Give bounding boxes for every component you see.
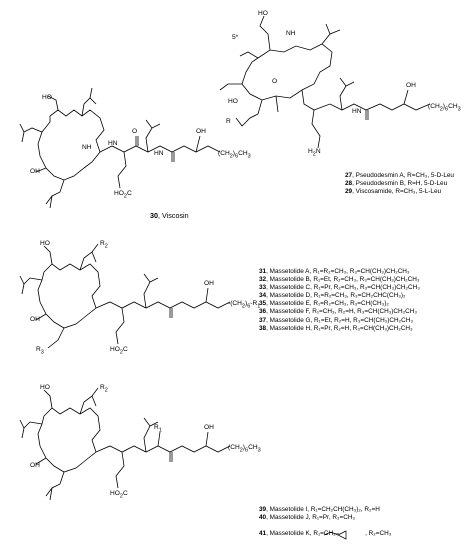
- legend-item: 38, Massetolide H, R₁=Pr, R₂=H, R₃=CH(CH…: [259, 324, 413, 332]
- legend-39-40: 39, Massetolide I, R₁=CH₂CH(CH₃)₂, R₂=H …: [259, 506, 380, 522]
- atom-label: R2: [100, 240, 108, 250]
- atom-label: HO2C: [110, 346, 128, 356]
- atom-label: R3: [36, 346, 44, 356]
- legend-item: 31, Massetolide A, R₁=R₂=CH₃, R₃=CH(CH₃)…: [259, 268, 410, 275]
- legend-item: 36, Massetolide F, R₁=CH₃, R₂=H, R₃=CH(C…: [259, 308, 417, 316]
- atom-label: HN: [108, 140, 118, 147]
- atom-label: O: [132, 128, 138, 135]
- legend-item: 28, Pseudodesmin B, R=H, 5-D-Leu: [345, 180, 448, 188]
- atom-label: NH: [286, 30, 296, 37]
- atom-label: OH: [204, 424, 214, 431]
- atom-label: R2: [100, 384, 108, 394]
- atom-label: HO: [258, 10, 268, 17]
- atom-label: R: [226, 118, 231, 125]
- legend-item: 37, Massetolide G, R₁=Et, R₂=H, R₃=CH(CH…: [259, 316, 413, 324]
- atom-label: OH: [30, 168, 40, 175]
- atom-label: OH: [406, 82, 416, 89]
- atom-label: -(CH2)6-R1: [228, 300, 261, 310]
- atom-label: HO2C: [114, 190, 132, 200]
- atom-label: HO: [40, 240, 50, 247]
- atom-label: HO: [42, 94, 52, 101]
- atom-label: HO: [228, 98, 238, 105]
- legend-item: 33, Massetolide C, R₁=Pr, R₂=CH₃, R₃=CH(…: [259, 284, 420, 292]
- compound-caption-30: 30, Viscosin: [150, 211, 189, 220]
- legend-item: 35, Massetolide E, R₁=R₂=CH₃, R₃=CH(CH₃)…: [259, 300, 389, 308]
- atom-label: R1: [154, 424, 162, 434]
- atom-label: OH: [204, 280, 214, 287]
- legend-item: 32, Massetolide B, R₁=Et, R₂=CH₃, R₃=CH(…: [259, 276, 420, 284]
- legend-item: 27, Pseudodesmin A, R=CH₃, 5-D-Leu: [345, 172, 454, 179]
- atom-label: HO: [40, 384, 50, 391]
- atom-label: H2N: [308, 148, 321, 158]
- legend-item: 39, Massetolide I, R₁=CH₂CH(CH₃)₂, R₂=H: [259, 506, 380, 513]
- legend-item: 40, Massetolide J, R₁=Pr, R₂=CH₃: [259, 514, 356, 522]
- atom-label: OH: [30, 316, 40, 323]
- atom-label: (CH2)6CH3: [228, 444, 261, 454]
- atom-label: OH: [196, 128, 206, 135]
- atom-label: (CH2)6CH3: [218, 150, 251, 160]
- atom-label: HN: [154, 150, 164, 157]
- atom-label: HN: [352, 108, 362, 115]
- atom-label: OH: [30, 462, 40, 469]
- legend-31-38: 31, Massetolide A, R₁=R₂=CH₃, R₃=CH(CH₃)…: [259, 268, 420, 333]
- legend-27-29: 27, Pseudodesmin A, R=CH₃, 5-D-Leu 28, P…: [345, 172, 454, 196]
- atom-label: O: [272, 78, 278, 85]
- legend-item: 34, Massetolide D, R₁=R₂=CH₃, R₃=CH₂CHC(…: [259, 292, 406, 300]
- legend-item: 29, Viscosamide, R=CH₃, 5-L-Leu: [345, 188, 442, 196]
- atom-label: NH: [82, 144, 92, 151]
- legend-41: 41, Massetolide K, R₁=CH₂–, R₂=CH₃: [259, 530, 392, 537]
- atom-label: 5*: [232, 34, 239, 41]
- atom-label: HO2C: [110, 490, 128, 500]
- atom-label: (CH2)6CH3: [428, 103, 461, 113]
